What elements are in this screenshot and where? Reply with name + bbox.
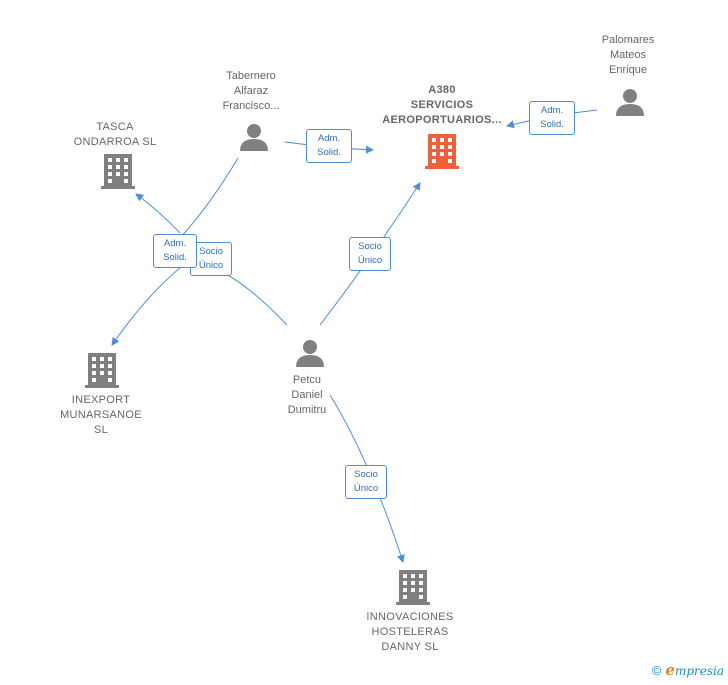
company-building-icon[interactable] — [101, 154, 135, 190]
person-icon[interactable] — [238, 121, 270, 153]
brand-name: mpresia — [674, 664, 724, 678]
edge-badge-tabernero-tasca[interactable]: Adm. Solid. — [153, 234, 197, 268]
node-label-palomares[interactable]: Palomares Mateos Enrique — [601, 34, 655, 76]
brand-logo-letter: e — [665, 661, 675, 679]
person-icon[interactable] — [614, 86, 646, 118]
edge-tabernero-tasca — [135, 193, 181, 234]
company-building-icon[interactable] — [396, 570, 430, 606]
edge-tabernero-line — [179, 157, 239, 239]
node-label-tabernero[interactable]: Tabernero Alfaraz Francisco... — [222, 70, 280, 112]
edge-badge-petcu-innovaciones[interactable]: Socio Único — [345, 465, 387, 499]
copyright-symbol: © — [651, 663, 662, 678]
node-label-a380[interactable]: A380 SERVICIOS AEROPORTUARIOS... — [382, 84, 502, 126]
edge-badge-palomares-a380[interactable]: Adm. Solid. — [529, 101, 575, 135]
node-label-inexport[interactable]: INEXPORT MUNARSANOE SL — [60, 394, 142, 436]
node-label-tasca[interactable]: TASCA ONDARROA SL — [73, 121, 157, 148]
edge-badge-petcu-a380[interactable]: Socio Único — [349, 237, 391, 271]
person-icon[interactable] — [294, 337, 326, 369]
node-label-innovaciones[interactable]: INNOVACIONES HOSTELERAS DANNY SL — [366, 611, 454, 653]
node-label-petcu[interactable]: Petcu Daniel Dumitru — [287, 374, 327, 416]
footer-brand: ©empresia — [652, 661, 724, 679]
main-company-building-icon[interactable] — [425, 134, 459, 170]
edge-badge-tabernero-a380[interactable]: Adm. Solid. — [306, 129, 352, 163]
company-building-icon[interactable] — [85, 353, 119, 389]
